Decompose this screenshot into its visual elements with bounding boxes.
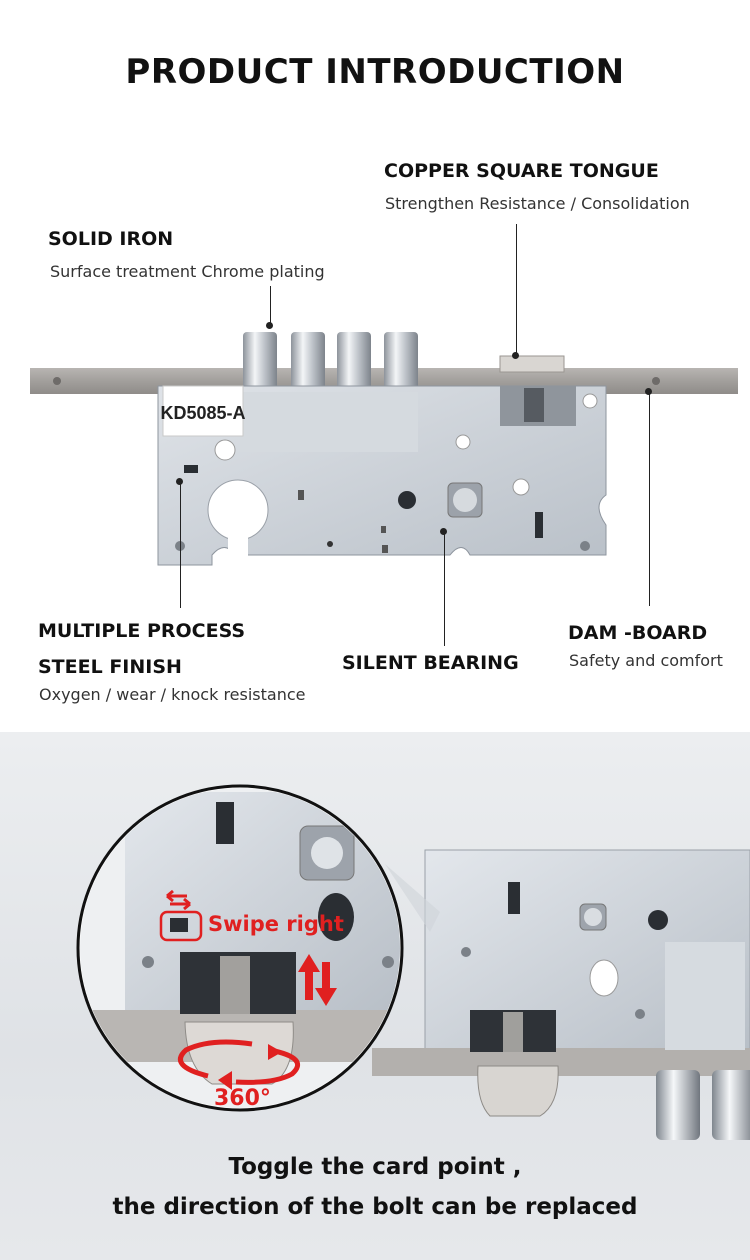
callout-iron-sub: Surface treatment Chrome plating [50,262,325,281]
leader-dot [176,478,183,485]
leader-board [649,392,650,606]
callout-process-sub: Oxygen / wear / knock resistance [39,685,306,704]
leader-process [180,482,181,608]
callout-copper-sub: Strengthen Resistance / Consolidation [385,194,690,213]
leader-dot [440,528,447,535]
callout-board-sub: Safety and comfort [569,651,723,670]
callout-board-heading: DAM -BOARD [568,622,708,644]
leader-copper [516,224,517,356]
leader-dot [512,352,519,359]
swipe-right-label: Swipe right [208,912,344,936]
callout-process-heading2: STEEL FINISH [38,656,182,678]
page-title: PRODUCT INTRODUCTION [125,52,625,92]
rotation-label: 360° [214,1086,271,1111]
mortise-lock-illustration: KD5085-A [30,332,738,566]
detail-section: Swipe right 360° Toggle the card point ,… [0,732,750,1260]
leader-dot [645,388,652,395]
callout-iron-heading: SOLID IRON [48,228,174,250]
rotation-arrow-icon [178,1039,300,1085]
leader-iron [270,286,271,326]
callout-bearing-heading: SILENT BEARING [342,652,519,674]
swipe-indicator [159,889,203,942]
up-down-arrows-icon [298,954,337,1006]
caption-line-2: the direction of the bolt can be replace… [112,1194,638,1220]
bolt-cylinders [243,332,418,392]
leader-bearing [444,532,445,646]
detail-illustration [76,784,750,1140]
lock-model-label: KD5085-A [160,403,245,423]
caption-line-1: Toggle the card point , [228,1154,522,1180]
callout-copper-heading: COPPER SQUARE TONGUE [384,160,659,182]
callout-process-heading1: MULTIPLE PROCESS [38,620,246,642]
leader-dot [266,322,273,329]
